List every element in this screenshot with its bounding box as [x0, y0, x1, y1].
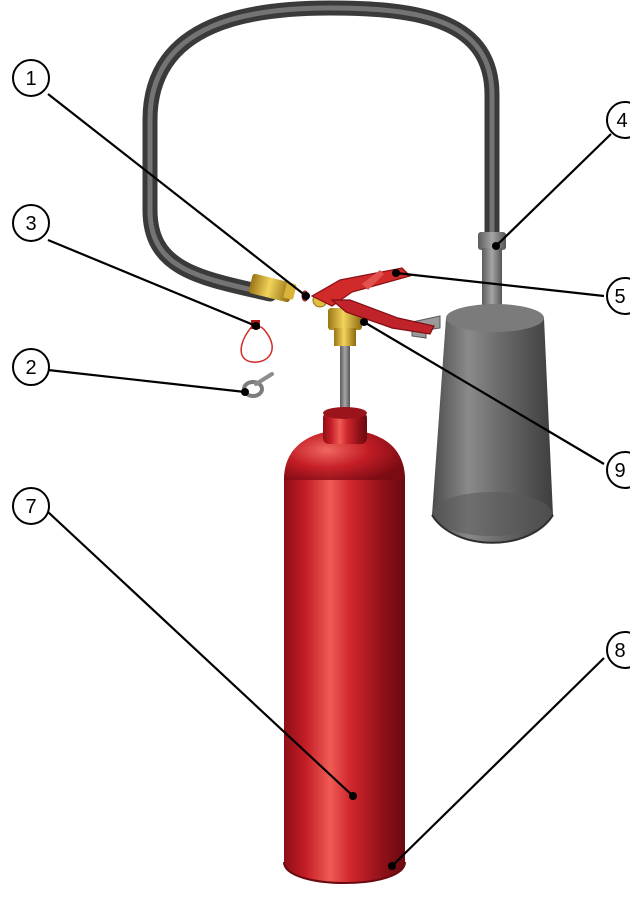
svg-text:2: 2	[25, 357, 36, 379]
horn-pipe	[478, 232, 506, 310]
callout-4: 4	[607, 102, 630, 138]
svg-text:1: 1	[25, 68, 36, 90]
callout-1: 5	[607, 278, 630, 314]
callout-7: 7	[13, 488, 49, 524]
svg-text:9: 9	[614, 460, 625, 482]
callout-3: 3	[13, 205, 49, 241]
cylinder	[284, 407, 405, 883]
svg-text:7: 7	[25, 496, 36, 518]
leader-line-2	[48, 370, 245, 392]
svg-text:8: 8	[614, 640, 625, 662]
callout-9: 9	[607, 452, 630, 488]
discharge-hose	[150, 8, 492, 294]
svg-text:4: 4	[616, 110, 627, 132]
svg-text:3: 3	[25, 213, 36, 235]
siphon-tube	[340, 340, 350, 418]
leader-line-8	[392, 658, 604, 866]
callout-2: 2	[13, 349, 49, 385]
leader-line-4	[496, 134, 611, 246]
callout-5: 1	[13, 60, 49, 96]
svg-text:5: 5	[614, 286, 625, 308]
callout-8: 8	[607, 632, 630, 668]
